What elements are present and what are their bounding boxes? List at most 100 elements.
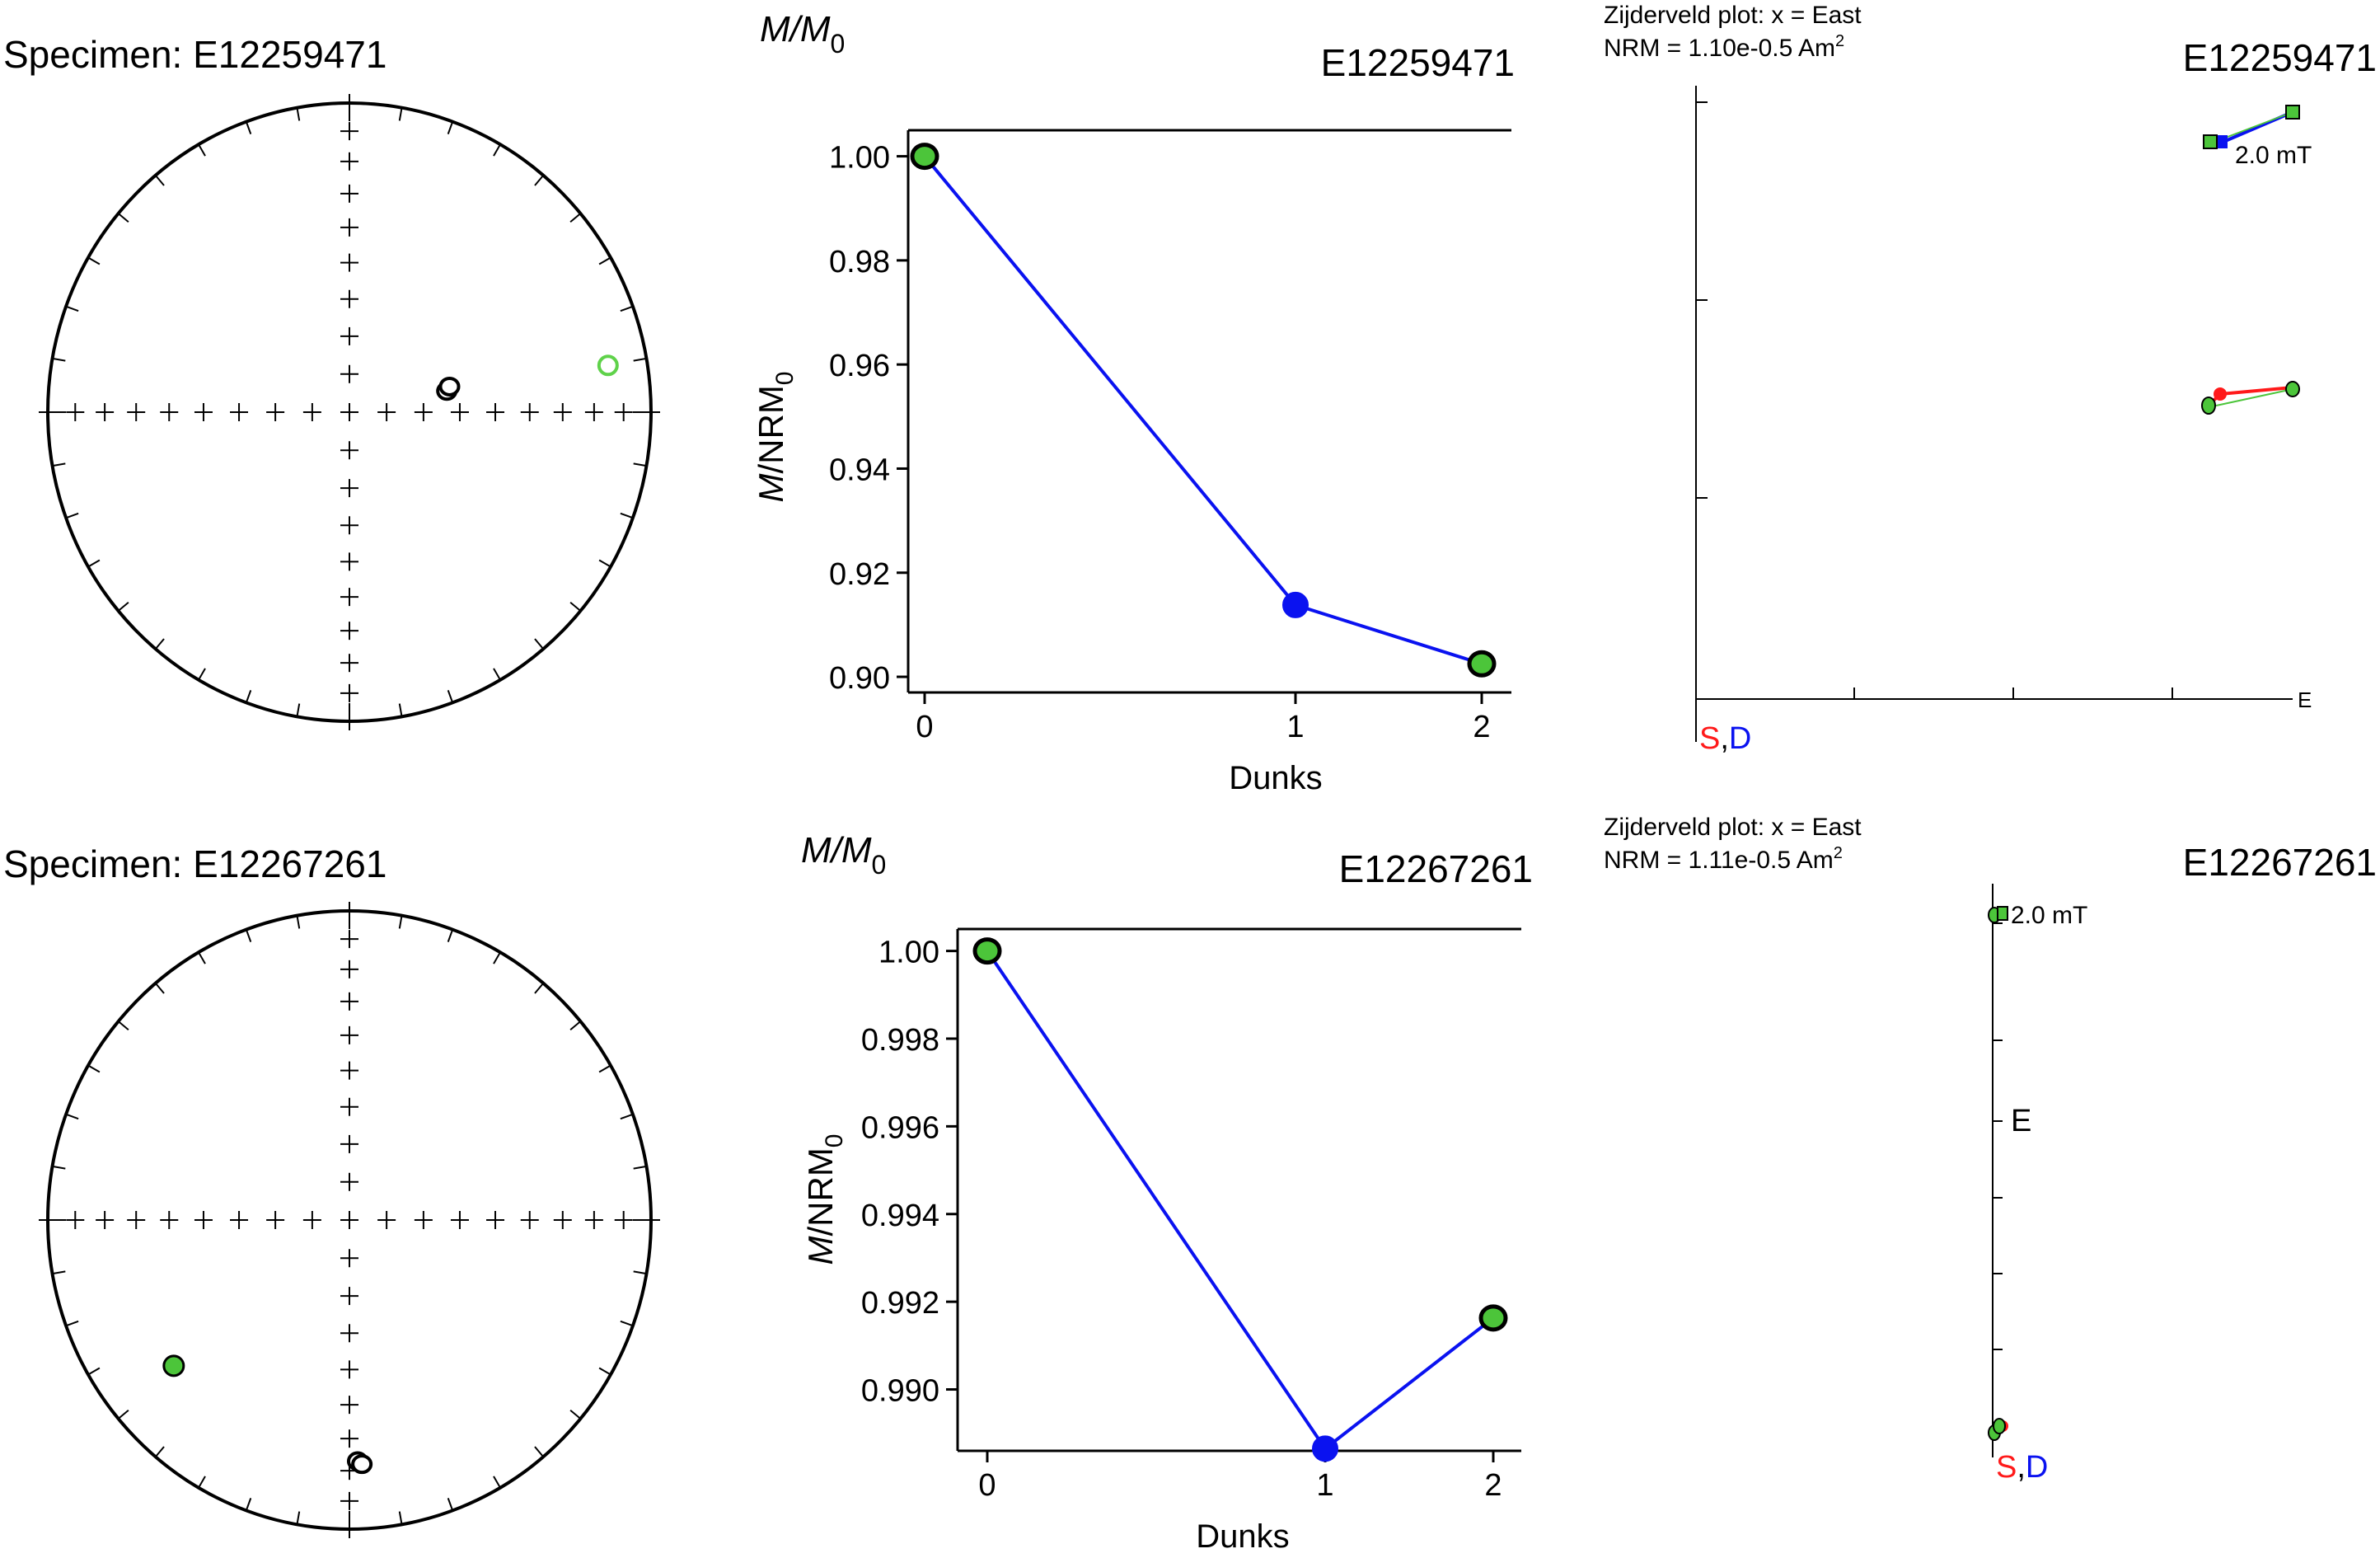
stereonet-1 <box>39 94 660 730</box>
stereonet-rim-tick <box>117 213 129 223</box>
demag-point <box>972 937 1002 965</box>
stereonet-rim-tick <box>493 143 501 157</box>
stereonet-rim-tick <box>569 601 582 612</box>
stereonet-rim-tick <box>620 512 634 519</box>
stereonet-rim-tick <box>65 1320 79 1327</box>
stereonet-point <box>351 1454 373 1475</box>
stereonet-rim-tick <box>620 1113 634 1120</box>
demag-y-tick-label: 1.00 <box>829 141 890 176</box>
zij-vertical-point <box>2285 381 2300 397</box>
stereonet-rim-tick <box>620 305 634 312</box>
row-1: Specimen: E12259471 M/M0 E12259471 M/NRM… <box>3 2 2377 796</box>
stereonet-rim-tick <box>447 929 454 942</box>
demag-point <box>1467 650 1497 678</box>
stereonet-point <box>162 1354 185 1377</box>
demag-series-line <box>986 950 1495 1452</box>
stereonet-rim-tick <box>198 951 206 964</box>
stereonet-point <box>597 354 619 377</box>
stereonet-rim-tick <box>398 915 403 929</box>
demag-point <box>1312 1435 1338 1462</box>
demag-x-tick-label: 0 <box>916 710 933 744</box>
stereonet-rim-tick <box>447 1498 454 1511</box>
zij-horizontal-point <box>1997 906 2008 921</box>
demag-y-tick-label: 0.992 <box>861 1286 939 1321</box>
zij-axis-label-sd: S,D <box>1996 1450 2048 1485</box>
stereonet-rim-tick <box>245 121 252 134</box>
zij-specimen-title-2: E12267261 <box>2183 841 2377 884</box>
stereonet-rim-tick <box>87 559 101 568</box>
stereonet-rim-tick <box>534 1446 545 1457</box>
demag-point <box>1282 591 1309 618</box>
zij-step-label: 2.0 mT <box>2011 902 2087 929</box>
zij-vertical-point <box>2214 387 2227 401</box>
svg-text:M/NRM0: M/NRM0 <box>801 1133 848 1265</box>
zij-axis-label-e: E <box>2298 687 2312 712</box>
demag-x-tick-label: 1 <box>1286 710 1304 744</box>
stereonet-rim-tick <box>245 1498 252 1511</box>
demag-point <box>910 143 939 171</box>
zij-specimen-title-1: E12259471 <box>2183 36 2377 79</box>
specimen-label-2: Specimen: E12267261 <box>3 842 387 885</box>
stereonet-rim-tick <box>633 1165 647 1170</box>
demag-header-2: M/M0 <box>801 830 886 880</box>
zijderveld-plot-2: Zijderveld plot: x = East NRM = 1.11e-0.… <box>1604 814 2377 1485</box>
demag-y-tick-label: 0.92 <box>829 557 890 592</box>
stereonet-2 <box>39 902 660 1538</box>
demag-x-tick-label: 2 <box>1473 710 1490 744</box>
demag-chart-1: M/M0 E12259471 M/NRM0 Dunks 1.000.980.96… <box>752 9 1515 796</box>
stereonet-rim-tick <box>534 175 545 186</box>
stereonet-rim-tick <box>117 1021 129 1031</box>
stereonet-rim-tick <box>633 462 647 467</box>
stereonet-rim-tick <box>296 703 301 717</box>
zij-horizontal-point <box>2285 105 2300 120</box>
zij-axis-label-sd: S,D <box>1699 721 1751 756</box>
demag-header-1: M/M0 <box>760 9 845 59</box>
stereonet-rim-tick <box>296 915 301 929</box>
stereonet-rim-tick <box>296 1511 301 1525</box>
stereonet-rim-tick <box>245 690 252 703</box>
stereonet-rim-tick <box>154 1446 165 1457</box>
zij-step-label: 2.0 mT <box>2235 142 2312 169</box>
demag-y-tick-label: 0.994 <box>861 1199 939 1233</box>
demag-y-tick-label: 0.990 <box>861 1374 939 1409</box>
stereonet-rim-tick <box>296 107 301 121</box>
stereonet-point <box>438 376 461 397</box>
demag-y-tick-label: 0.94 <box>829 453 890 487</box>
stereonet-rim-tick <box>398 1511 403 1525</box>
stereonet-rim-tick <box>198 1476 206 1489</box>
stereonet-rim-tick <box>633 1270 647 1275</box>
stereonet-rim-tick <box>65 305 79 312</box>
stereonet-rim-tick <box>447 690 454 703</box>
demag-y-tick-label: 1.00 <box>878 936 939 970</box>
demag-ylabel-1: M/NRM0 <box>752 371 799 502</box>
zij-vertical-point <box>2201 397 2216 415</box>
zij-nrm-2: NRM = 1.11e-0.5 Am2 <box>1604 844 1843 874</box>
stereonet-rim-tick <box>620 1320 634 1327</box>
stereonet-rim-tick <box>198 668 206 681</box>
stereonet-rim-tick <box>154 175 165 186</box>
zij-horizontal-point <box>2203 134 2218 149</box>
demag-y-tick-label: 0.90 <box>829 661 890 696</box>
demag-xlabel-2: Dunks <box>1196 1518 1289 1555</box>
stereonet-rim-tick <box>52 1270 66 1275</box>
stereonet-rim-tick <box>534 638 545 650</box>
stereonet-rim-tick <box>493 951 501 964</box>
stereonet-rim-tick <box>87 256 101 265</box>
demag-x-tick-label: 1 <box>1316 1468 1333 1503</box>
stereonet-rim-tick <box>569 1021 582 1031</box>
demag-title-1: E12259471 <box>1321 41 1515 84</box>
stereonet-rim-tick <box>198 143 206 157</box>
stereonet-rim-tick <box>87 1367 101 1376</box>
demag-y-tick-label: 0.996 <box>861 1110 939 1145</box>
demag-title-2: E12267261 <box>1339 847 1533 890</box>
stereonet-rim-tick <box>598 256 611 265</box>
stereonet-rim-tick <box>493 1476 501 1489</box>
stereonet-rim-tick <box>569 213 582 223</box>
stereonet-rim-tick <box>447 121 454 134</box>
stereonet-rim-tick <box>598 1367 611 1376</box>
zij-axis-label-e: E <box>2011 1104 2031 1138</box>
row-2: Specimen: E12267261 M/M0 E12267261 M/NRM… <box>3 814 2377 1555</box>
zij-vertical-line-fit <box>2208 388 2293 408</box>
stereonet-rim-tick <box>534 983 545 994</box>
